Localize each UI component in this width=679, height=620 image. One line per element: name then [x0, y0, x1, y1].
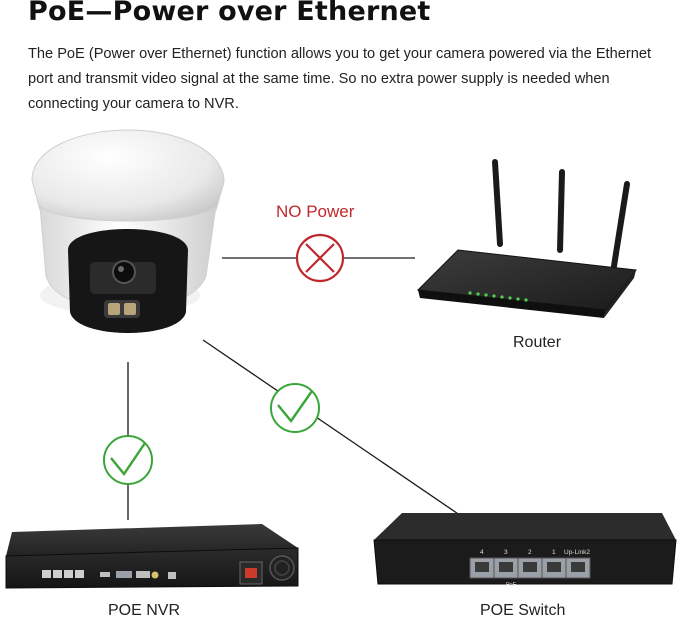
switch-check-icon	[270, 383, 320, 433]
switch-port-label: Up-Link2	[564, 549, 590, 556]
nvr-ethernet-ports	[42, 570, 84, 578]
description: The PoE (Power over Ethernet) function a…	[28, 46, 651, 112]
nvr-check-icon	[103, 435, 153, 485]
poe-nvr	[5, 524, 299, 589]
dome-camera	[31, 129, 225, 333]
switch-port-label: 3	[504, 549, 508, 556]
switch-port-label: 1	[552, 549, 556, 556]
switch-port-label: 4	[480, 549, 484, 556]
camera-switch-line	[202, 339, 471, 523]
poe-switch: 4 3 2 1 Up-Link2 PoE	[373, 513, 677, 588]
poe-switch-label: POE Switch	[480, 602, 566, 619]
page-title: PoE—Power over Ethernet	[28, 0, 431, 27]
poe-nvr-label: POE NVR	[108, 602, 181, 619]
switch-ports	[469, 557, 591, 579]
switch-poe-tag: PoE	[506, 582, 517, 588]
router-label: Router	[513, 334, 562, 351]
router	[416, 159, 637, 318]
no-power-cross-icon	[295, 233, 345, 283]
no-power-label: NO Power	[276, 202, 355, 221]
switch-port-label: 2	[528, 549, 532, 556]
